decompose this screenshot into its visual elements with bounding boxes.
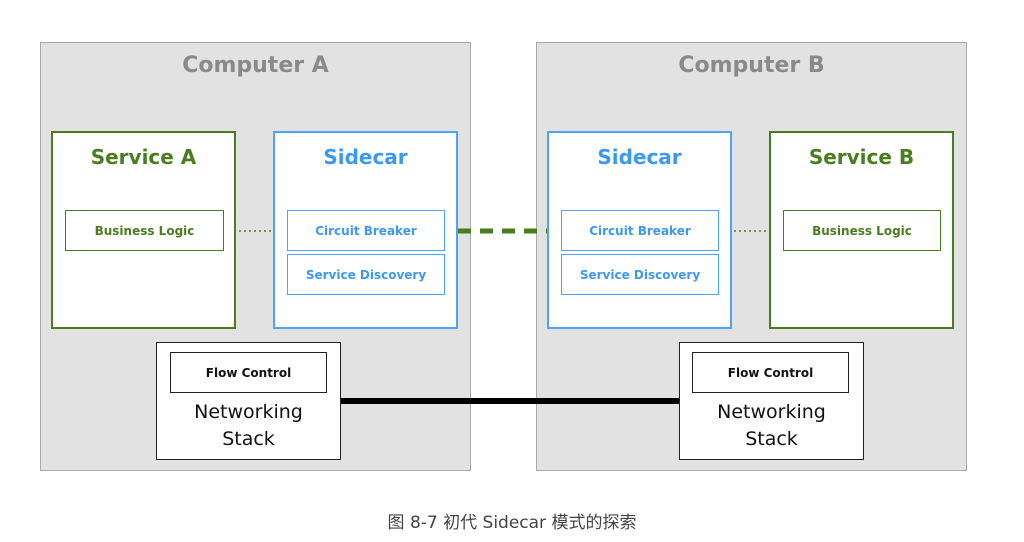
networking-stack-a-label: Networking Stack: [194, 401, 303, 450]
sidecar-b-service-discovery: Service Discovery: [561, 254, 719, 295]
service-b-business-logic: Business Logic: [783, 210, 941, 251]
flow-control-a: Flow Control: [170, 352, 327, 393]
service-a-business-logic: Business Logic: [65, 210, 224, 251]
computer-b-title: Computer B: [678, 53, 825, 78]
sidecar-a-service-discovery: Service Discovery: [287, 254, 445, 295]
service-b-title: Service B: [808, 145, 915, 169]
sidecar-b-title: Sidecar: [597, 145, 682, 169]
sidecar-a-circuit-breaker: Circuit Breaker: [287, 210, 445, 251]
figure-caption: 图 8-7 初代 Sidecar 模式的探索: [387, 513, 637, 533]
sidecar-b-circuit-breaker: Circuit Breaker: [561, 210, 719, 251]
sidecar-a-title: Sidecar: [323, 145, 408, 169]
flow-control-b: Flow Control: [692, 352, 849, 393]
networking-stack-b-label: Networking Stack: [717, 401, 826, 450]
computer-a-title: Computer A: [182, 53, 329, 78]
service-a-title: Service A: [90, 145, 197, 169]
